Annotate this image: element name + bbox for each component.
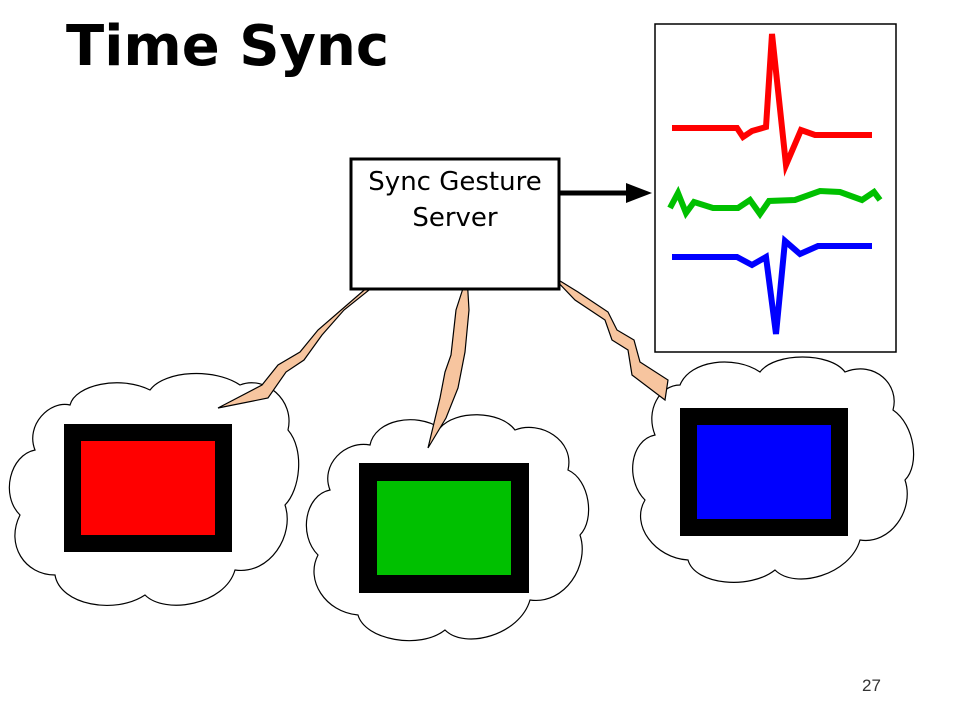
arrow-right <box>559 183 652 203</box>
green-device-screen <box>377 481 511 575</box>
page-number: 27 <box>862 676 881 695</box>
red-device <box>64 424 232 552</box>
server-label: Sync Gesture Server <box>352 164 558 284</box>
red-device-screen <box>81 441 215 535</box>
bolt-left <box>217 269 395 409</box>
server-label-line1: Sync Gesture <box>368 167 542 197</box>
red-signal <box>672 33 872 177</box>
bolt-right <box>551 275 669 402</box>
blue-device <box>680 408 848 536</box>
slide-title: Time Sync <box>66 14 390 79</box>
green-signal <box>667 185 883 220</box>
blue-device-screen <box>697 425 831 519</box>
green-device <box>359 463 529 593</box>
server-box <box>349 157 561 291</box>
blue-signal <box>672 234 872 335</box>
bolt-middle <box>427 275 470 449</box>
server-label-line2: Server <box>412 203 498 233</box>
